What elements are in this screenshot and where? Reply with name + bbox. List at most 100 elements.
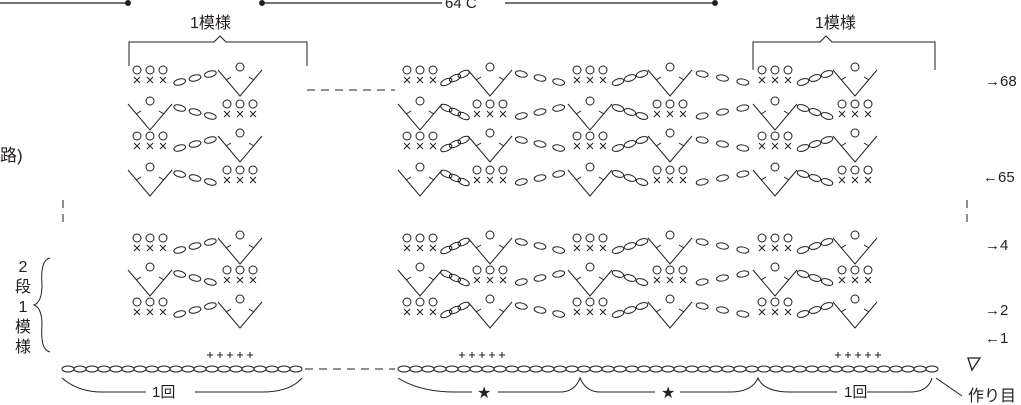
chain-stitch <box>695 136 709 144</box>
chain-stitch <box>173 144 187 152</box>
single-crochet <box>429 142 437 150</box>
chain-stitch <box>736 270 750 278</box>
single-crochet <box>403 76 411 84</box>
chain-stitch <box>736 78 750 86</box>
chain-stitch <box>173 246 187 254</box>
single-crochet <box>758 76 766 84</box>
chain-stitch <box>820 70 834 78</box>
chain-stitch <box>481 365 495 373</box>
double-crochet-v <box>567 269 613 297</box>
chain-stitch <box>796 246 810 254</box>
double-crochet-bar <box>475 142 505 147</box>
chain-stitch <box>169 365 183 373</box>
single-crochet <box>573 308 581 316</box>
single-crochet-plus <box>217 352 223 358</box>
chain-stitch <box>673 365 687 373</box>
chain-stitch <box>623 306 637 314</box>
chain-stitch <box>553 365 567 373</box>
double-crochet-bar <box>135 276 165 281</box>
picot-loop <box>145 96 155 106</box>
single-crochet <box>653 176 661 184</box>
double-crochet-bar <box>655 76 685 81</box>
single-crochet <box>864 176 872 184</box>
picot-loop <box>428 65 438 75</box>
chain-stitch <box>514 112 528 120</box>
chain-stitch <box>433 365 447 373</box>
chain-stitch <box>695 302 709 310</box>
picot-loop <box>665 230 675 240</box>
stitch-row <box>127 96 258 131</box>
double-crochet-bar <box>575 176 605 181</box>
picot-loop <box>485 265 495 275</box>
double-crochet-v <box>647 69 693 97</box>
single-crochet <box>838 176 846 184</box>
chain-stitch <box>577 365 591 373</box>
picot-loop <box>850 230 860 240</box>
star-symbol: ★ <box>661 385 675 402</box>
start-marker-icon <box>967 357 982 372</box>
picot-loop <box>145 233 155 243</box>
picot-loop <box>485 128 495 138</box>
chain-stitch <box>253 365 267 373</box>
double-crochet-bar <box>405 276 435 281</box>
double-crochet-bar <box>475 76 505 81</box>
chain-stitch <box>97 365 111 373</box>
chain-stitch <box>157 365 171 373</box>
stitch-row <box>402 230 878 265</box>
picot-loop <box>235 128 245 138</box>
chain-stitch <box>73 365 87 373</box>
chain-stitch <box>716 274 729 282</box>
picot-loop <box>248 265 258 275</box>
double-crochet-v <box>397 269 443 297</box>
single-crochet <box>573 142 581 150</box>
chain-stitch <box>173 270 187 278</box>
single-crochet <box>599 244 607 252</box>
single-crochet <box>851 110 859 118</box>
single-crochet <box>653 110 661 118</box>
picot-loop <box>485 99 495 109</box>
picot-loop <box>428 297 438 307</box>
picot-loop <box>572 297 582 307</box>
picot-loop <box>415 131 425 141</box>
chain-stitch <box>552 104 566 112</box>
double-crochet-bar <box>405 110 435 115</box>
chain-stitch <box>716 108 729 116</box>
first-row-cluster <box>207 352 253 358</box>
bottom-braces <box>61 376 963 397</box>
chain-stitch <box>661 365 675 373</box>
chain-stitch <box>552 170 566 178</box>
chain-stitch <box>145 365 159 373</box>
single-crochet <box>771 308 779 316</box>
single-crochet <box>586 244 594 252</box>
single-crochet <box>133 308 141 316</box>
picot-loop <box>598 233 608 243</box>
picot-loop <box>783 233 793 243</box>
chain-stitch <box>173 104 187 112</box>
chain-stitch <box>188 140 202 148</box>
single-crochet <box>838 110 846 118</box>
double-crochet-bar <box>475 308 505 313</box>
single-crochet <box>784 76 792 84</box>
chain-stitch <box>820 302 834 310</box>
chain-stitch <box>716 74 729 82</box>
picot-loop <box>598 297 608 307</box>
picot-loop <box>837 165 847 175</box>
double-crochet-bar <box>405 176 435 181</box>
picot-loop <box>863 165 873 175</box>
chain-stitch <box>203 178 217 186</box>
chain-stitch <box>635 238 649 246</box>
picot-loop <box>485 165 495 175</box>
stitch-row <box>127 162 258 197</box>
picot-loop <box>850 99 860 109</box>
chain-stitch <box>217 365 231 373</box>
chain-stitch <box>736 170 750 178</box>
single-crochet <box>159 76 167 84</box>
double-crochet-bar <box>135 176 165 181</box>
double-crochet-v <box>832 69 878 97</box>
single-crochet <box>416 244 424 252</box>
chain-stitch <box>796 310 810 318</box>
stitch-row <box>397 162 873 197</box>
chain-stitch <box>808 242 822 250</box>
picot-loop <box>222 165 232 175</box>
chain-stitch <box>820 136 834 144</box>
